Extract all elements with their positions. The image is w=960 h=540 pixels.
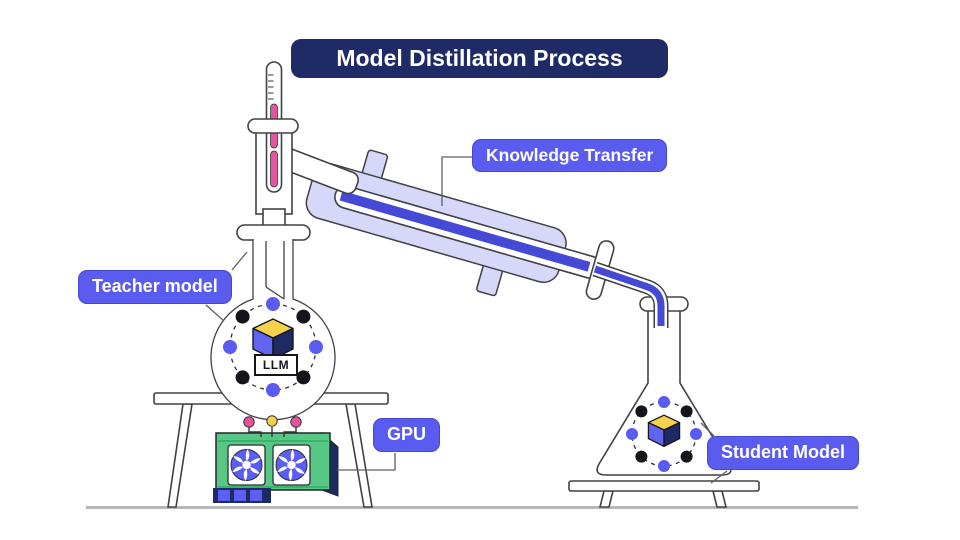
student-particles xyxy=(626,396,702,472)
gpu-pin xyxy=(218,490,230,501)
particle-dot xyxy=(266,297,280,311)
particle-dot xyxy=(235,370,250,385)
knowledge-stream xyxy=(339,190,591,272)
indicator-dot-pink xyxy=(290,416,302,428)
condenser-icon xyxy=(305,149,615,300)
particle-dot xyxy=(658,396,670,408)
gpu-icon xyxy=(213,415,339,503)
bench-leg xyxy=(598,490,615,508)
llm-tag: LLM xyxy=(254,354,298,376)
particle-dot xyxy=(296,370,311,385)
teacher-particles xyxy=(223,297,323,397)
particle-dot xyxy=(635,405,648,418)
particle-dot xyxy=(626,428,638,440)
knowledge-connector xyxy=(441,156,472,206)
student-connector xyxy=(700,422,715,437)
particle-dot xyxy=(296,309,311,324)
table-leg xyxy=(345,403,373,508)
particle-dot xyxy=(658,460,670,472)
gpu-indicator-wires xyxy=(248,427,297,437)
student-bench xyxy=(568,480,760,508)
teacher-connector xyxy=(205,304,225,322)
fan-icon xyxy=(275,449,308,481)
table-leg xyxy=(167,403,193,508)
student-connector xyxy=(710,470,728,484)
bench-top xyxy=(568,480,760,492)
label-connectors xyxy=(205,156,728,484)
particle-dot xyxy=(680,405,693,418)
particle-dot xyxy=(680,450,693,463)
knowledge-transfer-label: Knowledge Transfer xyxy=(472,139,668,172)
gpu-pin xyxy=(250,490,262,501)
inner-tube xyxy=(265,241,285,300)
bench-leg xyxy=(711,490,728,508)
fan-icon xyxy=(230,449,263,481)
particle-dot xyxy=(309,340,323,354)
indicator-dot-yellow xyxy=(266,415,278,427)
particle-dot xyxy=(690,428,702,440)
particle-dot xyxy=(235,309,250,324)
particle-dot xyxy=(223,340,237,354)
teacher-connector xyxy=(231,251,248,271)
gpu-connector xyxy=(337,453,396,471)
student-model-label: Student Model xyxy=(707,436,859,470)
particle-dot xyxy=(266,383,280,397)
joint-collar xyxy=(236,224,311,241)
teacher-model-label: Teacher model xyxy=(78,270,232,304)
thermometer-ticks xyxy=(268,74,274,100)
page-title: Model Distillation Process xyxy=(291,39,668,78)
particle-dot xyxy=(635,450,648,463)
gpu-label: GPU xyxy=(373,418,441,452)
indicator-dot-pink xyxy=(243,416,255,428)
llm-cube-icon xyxy=(252,318,294,360)
delivery-tube xyxy=(592,261,669,328)
gpu-pin xyxy=(234,490,246,501)
distillation-head xyxy=(236,61,311,241)
student-cube-icon xyxy=(647,414,681,448)
joint-collar xyxy=(247,118,299,134)
